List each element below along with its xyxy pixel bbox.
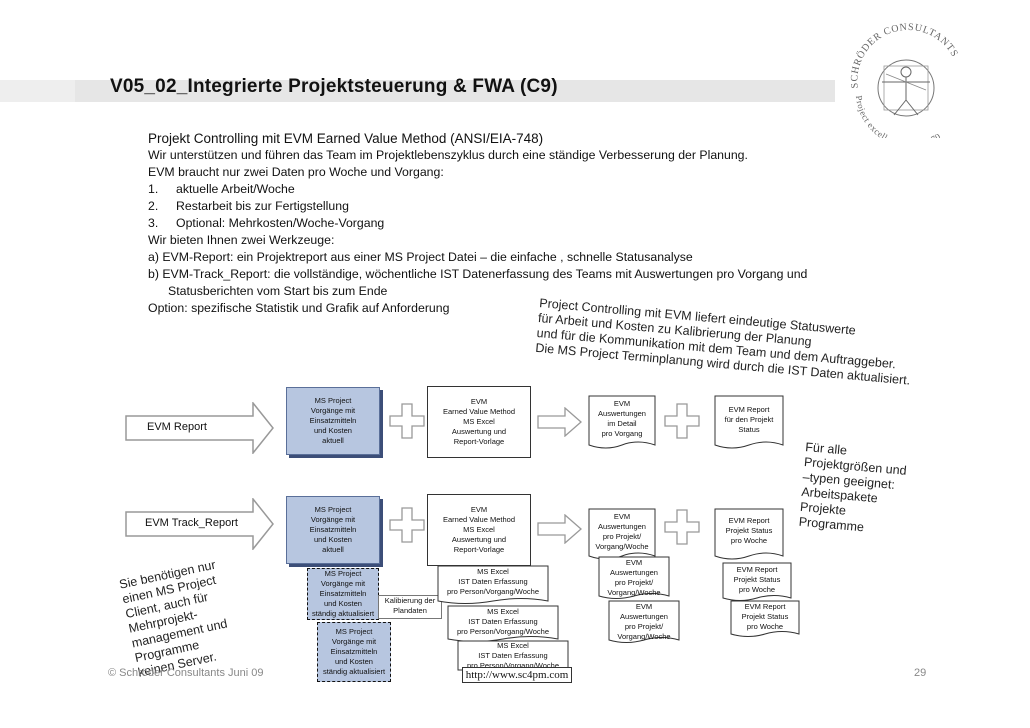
page-title: V05_02_Integrierte Projektsteuerung & FW…: [110, 76, 558, 97]
row1-arrow: EVM Report: [125, 400, 275, 456]
intro-text: Projekt Controlling mit EVM Earned Value…: [148, 130, 807, 317]
plus-icon: [663, 402, 701, 440]
arrow-right-icon: [537, 513, 583, 545]
intro-line-3: Wir bieten Ihnen zwei Werkzeuge:: [148, 233, 335, 247]
svg-text:SCHRÖDER CONSULTANTS: SCHRÖDER CONSULTANTS: [849, 22, 960, 89]
intro-item-3: 3.Optional: Mehrkosten/Woche-Vorgang: [148, 216, 385, 230]
arrow-right-icon: [537, 406, 583, 438]
svg-text:Project excellence seit 1970: Project excellence seit 1970: [854, 95, 943, 138]
intro-option-b-cont: Statusberichten vom Start bis zum Ende: [168, 284, 388, 298]
row2-arrow-label: EVM Track_Report: [145, 517, 238, 529]
logo-text-bottom: Project excellence seit 1970: [854, 95, 942, 149]
note-left: Sie benötigen nur einen MS Project Clien…: [118, 557, 229, 680]
plus-icon: [663, 508, 701, 546]
intro-line-1: Wir unterstützen und führen das Team im …: [148, 148, 748, 162]
title-band-left: [0, 80, 75, 102]
footer-copyright: © Schröder Consultants Juni 09: [108, 667, 264, 679]
logo-text-top: SCHRÖDER CONSULTANTS: [849, 22, 959, 89]
intro-line-2: EVM braucht nur zwei Daten pro Woche und…: [148, 165, 444, 179]
intro-option-a: a) EVM-Report: ein Projektreport aus ein…: [148, 250, 693, 264]
page-number: 29: [914, 667, 927, 679]
intro-option-b: b) EVM-Track_Report: die vollständige, w…: [148, 267, 808, 281]
calibration-callout: Kalibierung der Plandaten: [378, 595, 442, 619]
note-right: Für alle Projektgrößen und –typen geeign…: [798, 440, 908, 535]
plus-icon: [388, 506, 426, 544]
intro-option: Option: spezifische Statistik und Grafik…: [148, 301, 450, 315]
website-link[interactable]: http://www.sc4pm.com: [462, 667, 572, 683]
intro-item-2: 2.Restarbeit bis zur Fertigstellung: [148, 199, 349, 213]
row2-arrow: EVM Track_Report: [125, 496, 275, 552]
intro-heading: Projekt Controlling mit EVM Earned Value…: [148, 131, 544, 146]
intro-item-1: 1.aktuelle Arbeit/Woche: [148, 182, 295, 196]
title-band: [75, 80, 835, 102]
row1-arrow-label: EVM Report: [147, 421, 207, 433]
plus-icon: [388, 402, 426, 440]
company-logo: SCHRÖDER CONSULTANTS Project excellence …: [838, 18, 978, 149]
